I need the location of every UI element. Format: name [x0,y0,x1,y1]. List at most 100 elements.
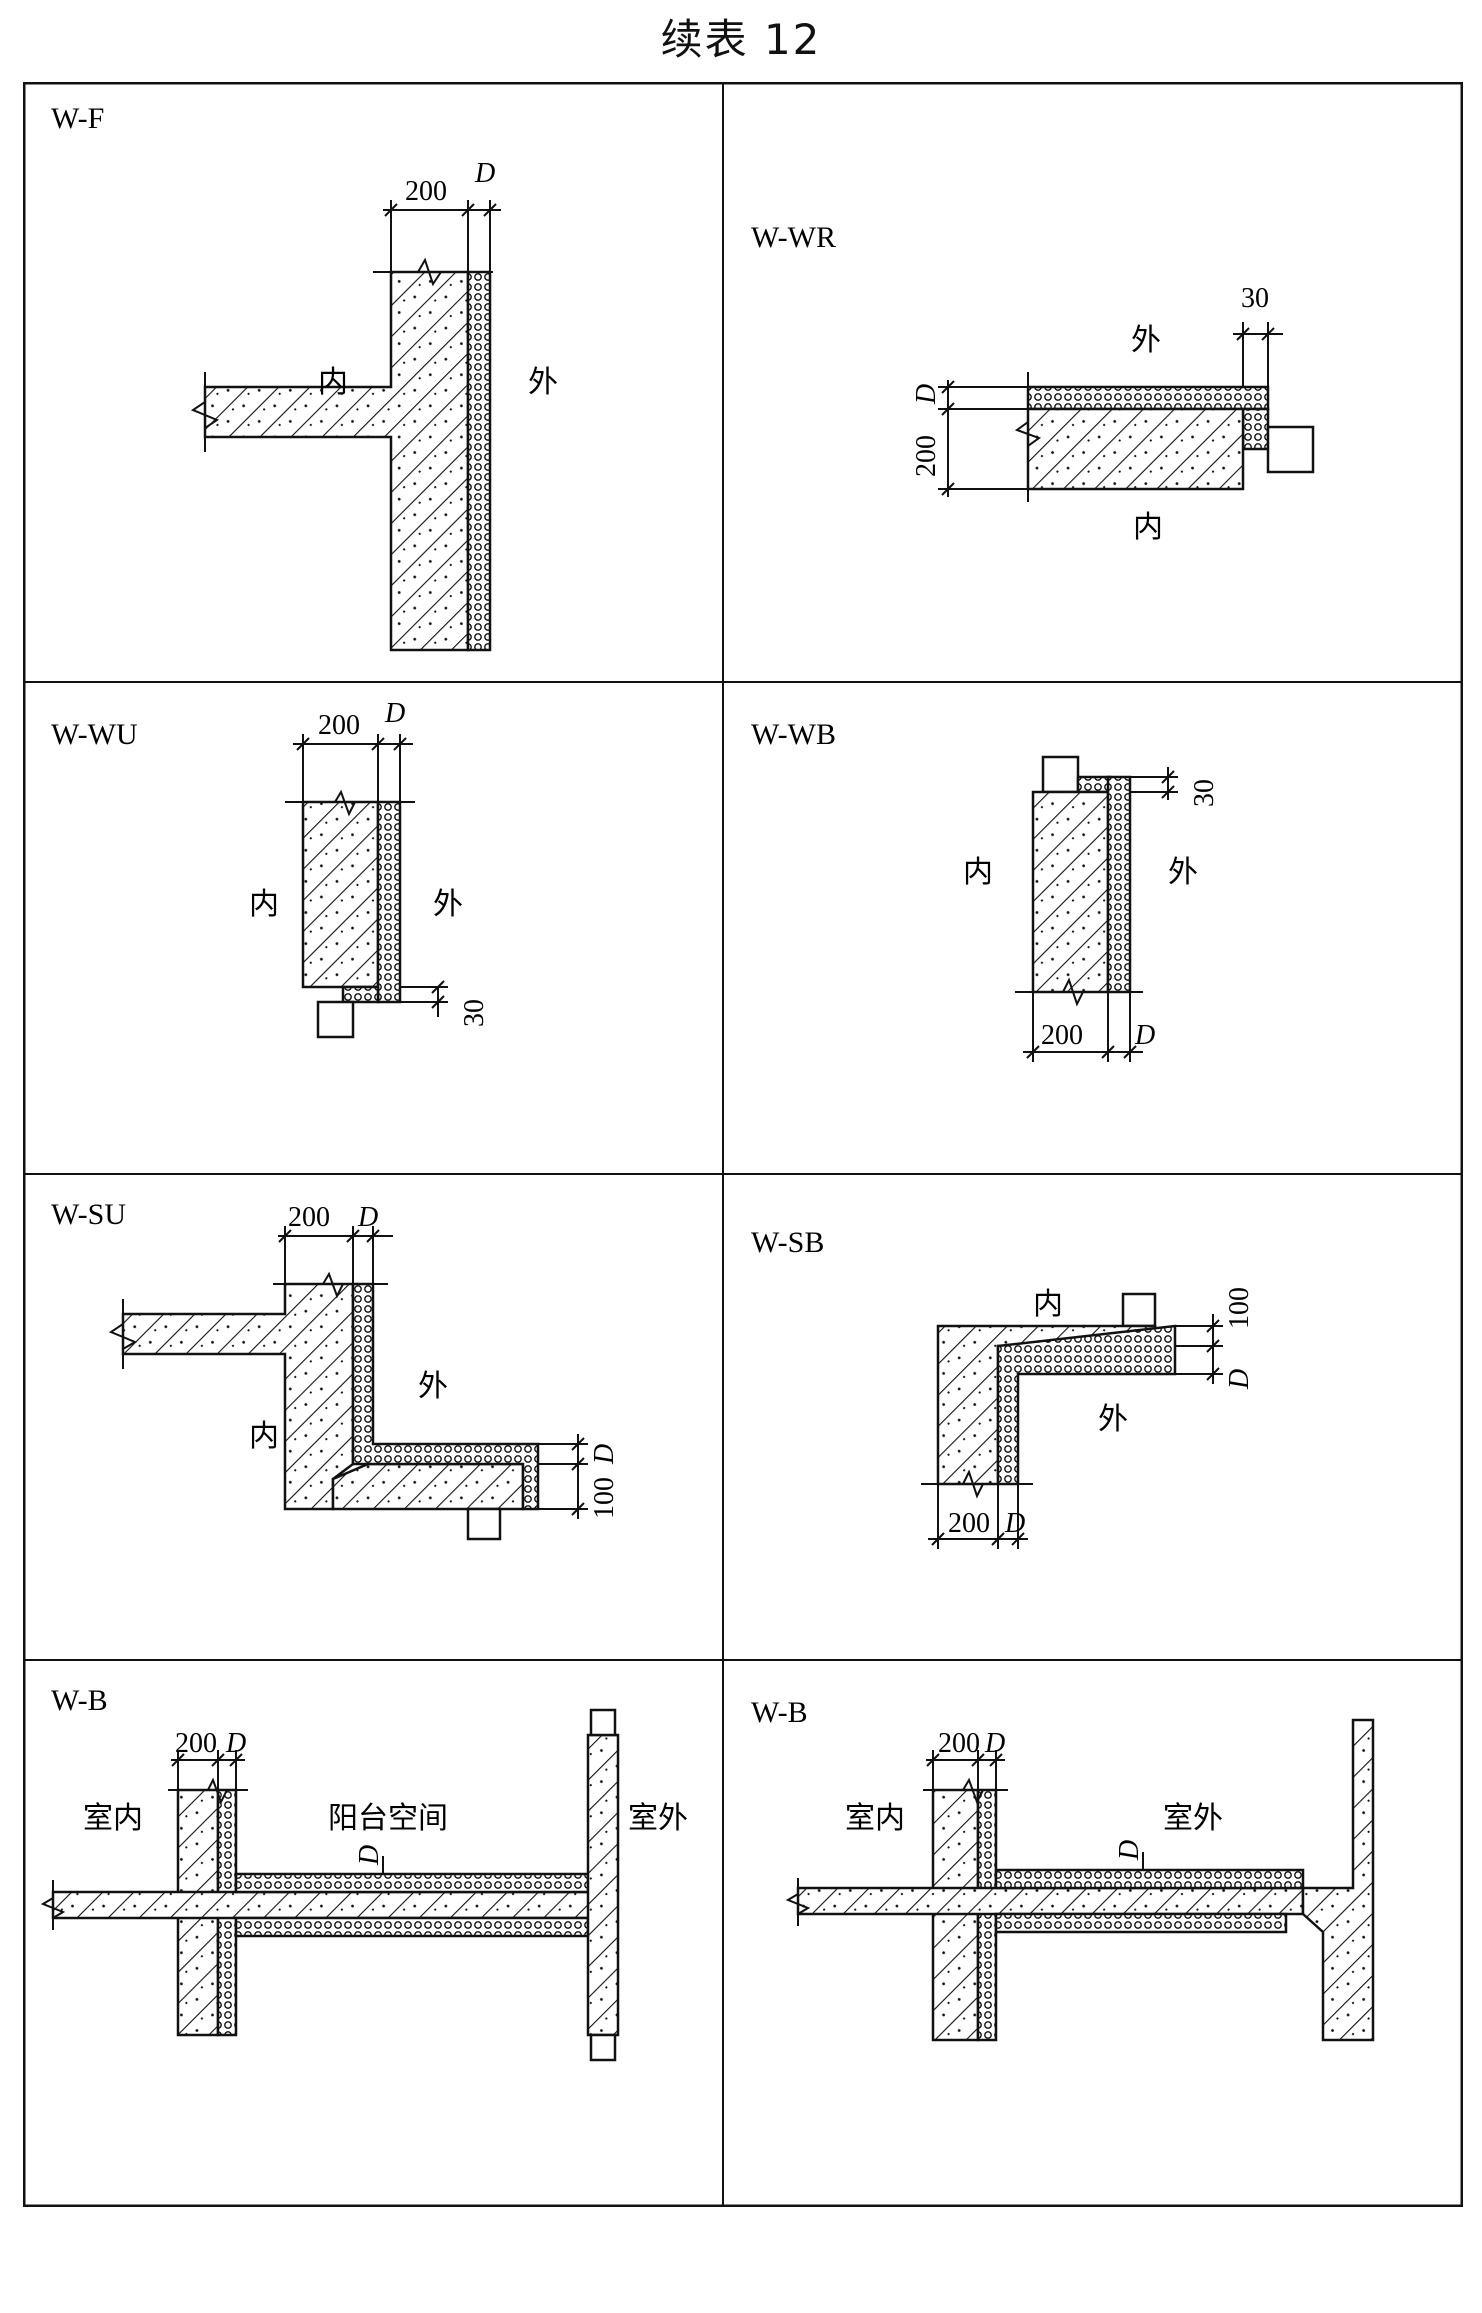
panel-w-b-2: W-B 200 D D 室内 室外 [751,1696,1375,2042]
panel-w-sb: W-SB 200 D 100 D 内 外 [751,1226,1255,1549]
label-outer: 外 [1098,1402,1128,1437]
panel-w-b-1: W-B 200 D D 室内 阳台空间 室外 [40,1684,688,2062]
label-outer: 外 [528,365,558,400]
dim-insulation-label: D [1134,1020,1155,1051]
panel-code: W-SB [751,1226,824,1259]
dim-wall-label: 200 [318,710,360,741]
break-lines [285,789,415,817]
dim-slab-label: 100 [589,1477,620,1519]
insulation-layer [466,270,492,652]
dim-wall-label: 200 [405,176,447,207]
label-outer: 外 [1131,323,1161,358]
cap-block [466,1507,502,1541]
dim-ext-label: 30 [1189,779,1220,807]
dim-insulation-label: D [984,1728,1005,1759]
dim-insulation-slab-label: D [1114,1840,1145,1861]
break-lines [108,1271,388,1369]
concrete-wall [203,270,470,652]
label-inner: 内 [249,1419,279,1454]
panel-w-f: W-F 200 D 内 外 [51,102,558,652]
panel-w-wu: W-WU 200 D 30 内 外 [51,698,490,1039]
dimension-line [383,200,501,272]
panel-code: W-B [51,1684,108,1717]
label-inner: 内 [318,365,348,400]
dim-ext-label: 30 [1241,283,1269,314]
cap-block [316,1000,355,1039]
dimension-line [293,734,448,1017]
concrete-parapet [586,1733,620,2037]
dim-insulation-slab-label: D [1224,1369,1255,1390]
dim-insulation-label: D [357,1202,378,1233]
panel-w-wr: W-WR D 200 30 外 内 [751,221,1315,545]
detail-table: W-F 200 D 内 外 W-WR [23,82,1463,2207]
dim-wall-label: 200 [1041,1020,1083,1051]
dim-ext-label: 30 [459,999,490,1027]
panel-w-wb: W-WB 200 D 30 内 外 [751,718,1220,1062]
insulation-end [1241,407,1270,451]
label-inner: 内 [1033,1287,1063,1322]
panel-code: W-WR [751,221,836,254]
label-inner: 内 [249,887,279,922]
cap-block [1266,425,1315,474]
concrete-slab [331,1462,525,1511]
insulation-layer [1106,775,1132,994]
label-outer: 外 [433,887,463,922]
cap-block-bottom [589,2033,617,2062]
concrete-roof-slab [1026,407,1245,491]
panel-code: W-F [51,102,104,135]
dim-insulation-slab-label: D [589,1444,620,1465]
insulation-layer [376,800,402,1004]
dim-insulation-label: D [911,384,942,405]
break-lines [190,257,493,452]
break-lines [40,1777,248,1930]
label-inner: 室内 [83,1801,143,1836]
table-frame [23,82,1463,2207]
insulation-layer [996,1324,1177,1486]
label-outer: 外 [418,1369,448,1404]
concrete-wall [121,1282,355,1511]
dimension-line [171,1750,384,1874]
label-outer: 室外 [1163,1801,1223,1836]
break-lines [1014,372,1042,502]
label-outer: 室外 [628,1801,688,1836]
dim-wall-label: 200 [948,1508,990,1539]
panel-code: W-WU [51,718,138,751]
break-lines [921,1469,1033,1499]
insulation-slab-top [994,1868,1305,1890]
insulation-bottom [341,985,380,1004]
insulation-slab-bottom [234,1916,590,1938]
cap-block [1121,1292,1157,1328]
label-inner: 内 [963,855,993,890]
label-inner: 室内 [845,1801,905,1836]
dim-wall-label: 200 [938,1728,980,1759]
dimension-line [938,322,1283,497]
page-title: 续表 12 [660,15,822,64]
concrete-wall [301,800,380,989]
concrete-floor-slab [51,1890,610,1920]
label-middle: 阳台空间 [328,1801,448,1836]
dim-wall-label: 200 [911,435,942,477]
concrete-floor-slab [796,1886,1305,1916]
dimension-line [926,1750,1144,1870]
dim-insulation-label: D [1004,1508,1025,1539]
dim-slab-label: 100 [1224,1287,1255,1329]
break-lines [785,1777,1008,1926]
dim-wall-label: 200 [175,1728,217,1759]
insulation-layer [1026,385,1270,411]
insulation-slab-bottom [994,1912,1288,1934]
dimension-line [928,1314,1223,1549]
break-lines [1015,977,1143,1007]
panel-code: W-B [751,1696,808,1729]
concrete-wall [1031,790,1110,994]
panel-code: W-WB [751,718,836,751]
dim-insulation-label: D [384,698,405,729]
dimension-line [1023,767,1178,1062]
dim-insulation-label: D [225,1728,246,1759]
panel-code: W-SU [51,1198,126,1231]
cap-block [589,1708,617,1737]
label-outer: 外 [1168,855,1198,890]
concrete-parapet [1301,1718,1375,2042]
dim-insulation-label: D [474,158,495,189]
dim-wall-label: 200 [288,1202,330,1233]
dimension-line [278,1226,588,1519]
